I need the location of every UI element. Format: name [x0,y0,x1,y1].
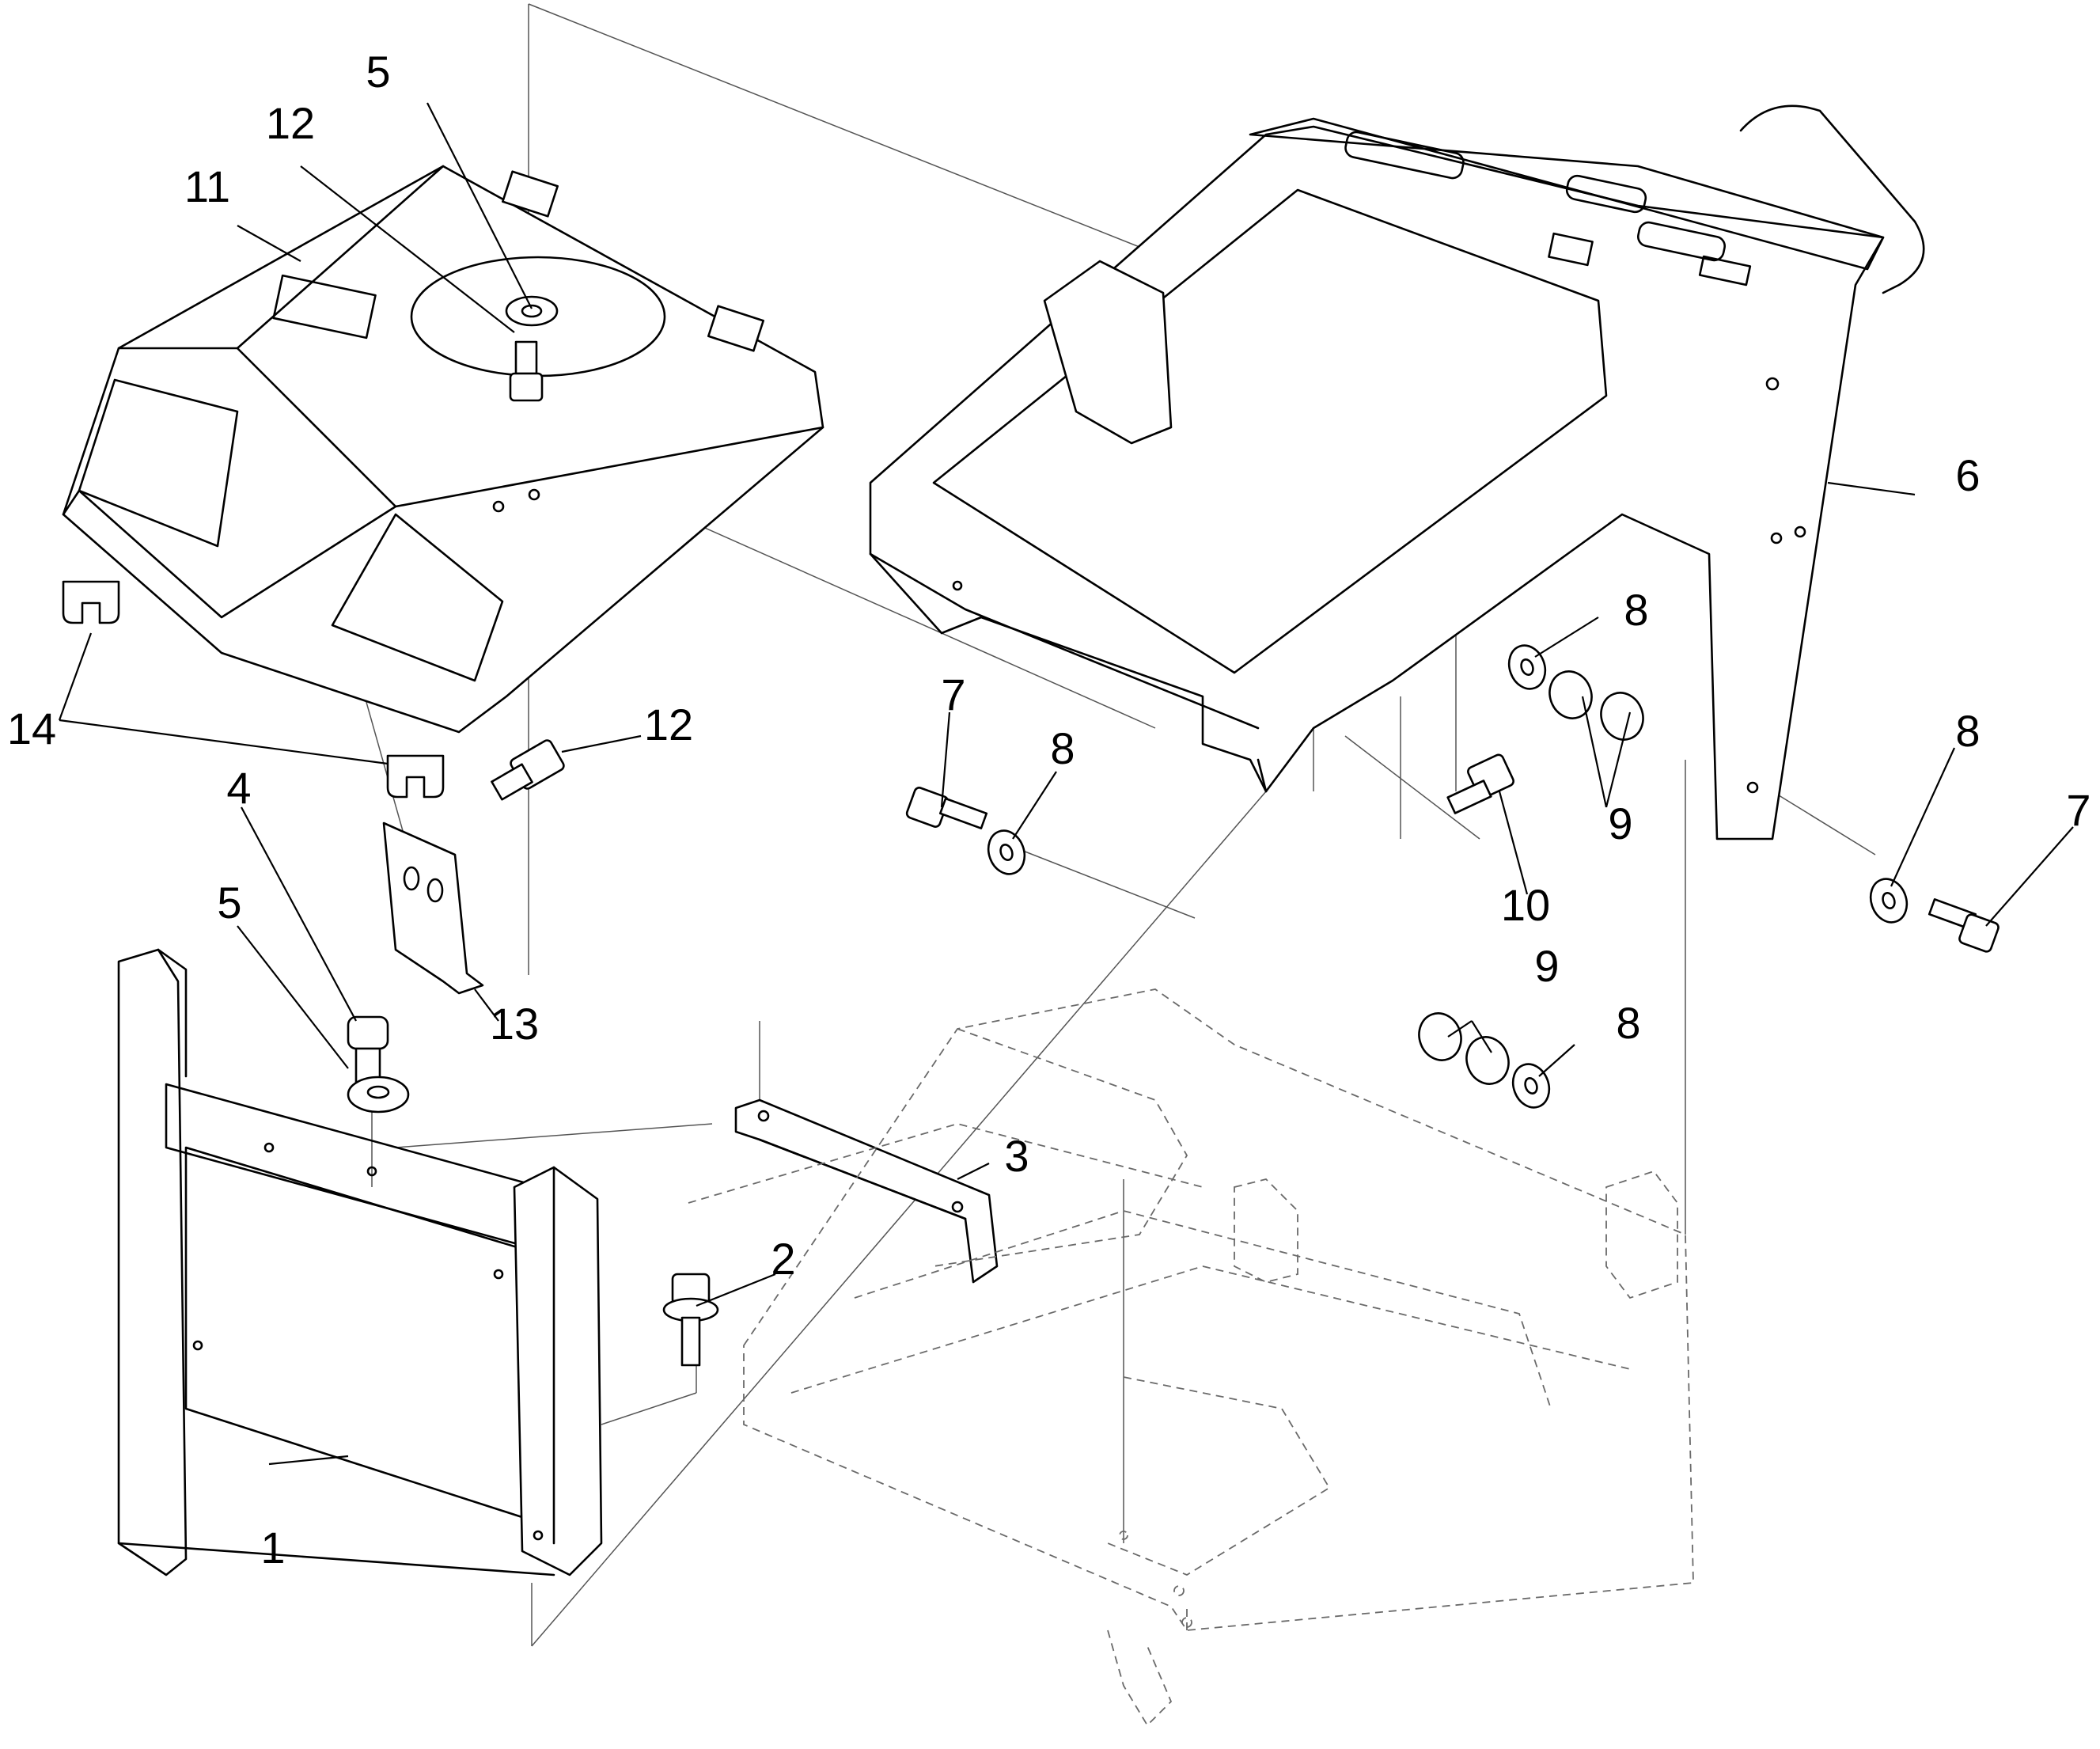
spacer-part-9-lower [1418,1012,1510,1085]
callout-13: 13 [490,999,539,1049]
bracket-part-13 [382,821,484,995]
callout-2: 2 [771,1234,795,1284]
callout-8-right: 8 [1955,706,1980,756]
callout-12-lower: 12 [644,700,693,749]
callout-8-upper: 8 [1624,585,1648,635]
strap-part-3 [734,1098,999,1284]
base-frame-ghost [688,988,1694,1727]
callout-9-lower: 9 [1534,941,1559,991]
spacer-part-9-upper [1548,670,1644,741]
callout-7-right: 7 [2066,785,2091,835]
callout-4: 4 [226,763,251,813]
callout-7-left: 7 [941,670,965,719]
washer-part-8-left [987,829,1026,875]
callout-12-upper: 12 [266,98,315,148]
callout-10: 10 [1501,880,1550,930]
clip-part-14 [62,580,445,799]
bolt-part-7-right [1928,898,2000,953]
callout-labels: 1 2 3 4 5 5 6 7 7 8 8 8 8 9 9 10 11 12 1… [7,47,2091,1573]
callout-14: 14 [7,704,56,753]
callout-1: 1 [260,1523,285,1573]
front-panel-part-1 [117,948,603,1576]
callout-6: 6 [1955,450,1980,500]
callout-9-upper: 9 [1608,799,1632,848]
washer-part-5-lower [347,1076,410,1114]
leader-lines [58,102,2074,1466]
callout-8-lower: 8 [1616,998,1640,1048]
callout-3: 3 [1004,1131,1029,1181]
washer-part-8-lower [1511,1063,1551,1109]
callout-8-left: 8 [1050,723,1075,773]
washer-part-8-upper [1507,644,1547,690]
bolt-part-12-lower [491,739,565,801]
callout-11: 11 [184,161,230,211]
top-cover [62,165,824,734]
bolt-part-10 [1446,753,1514,814]
callout-5-upper: 5 [366,47,390,97]
callout-5-lower: 5 [217,878,241,928]
bolt-part-2 [662,1273,719,1367]
upper-frame-part-6 [869,104,1925,840]
washer-part-8-right [1869,878,1909,924]
bolt-part-7-left [905,787,988,829]
